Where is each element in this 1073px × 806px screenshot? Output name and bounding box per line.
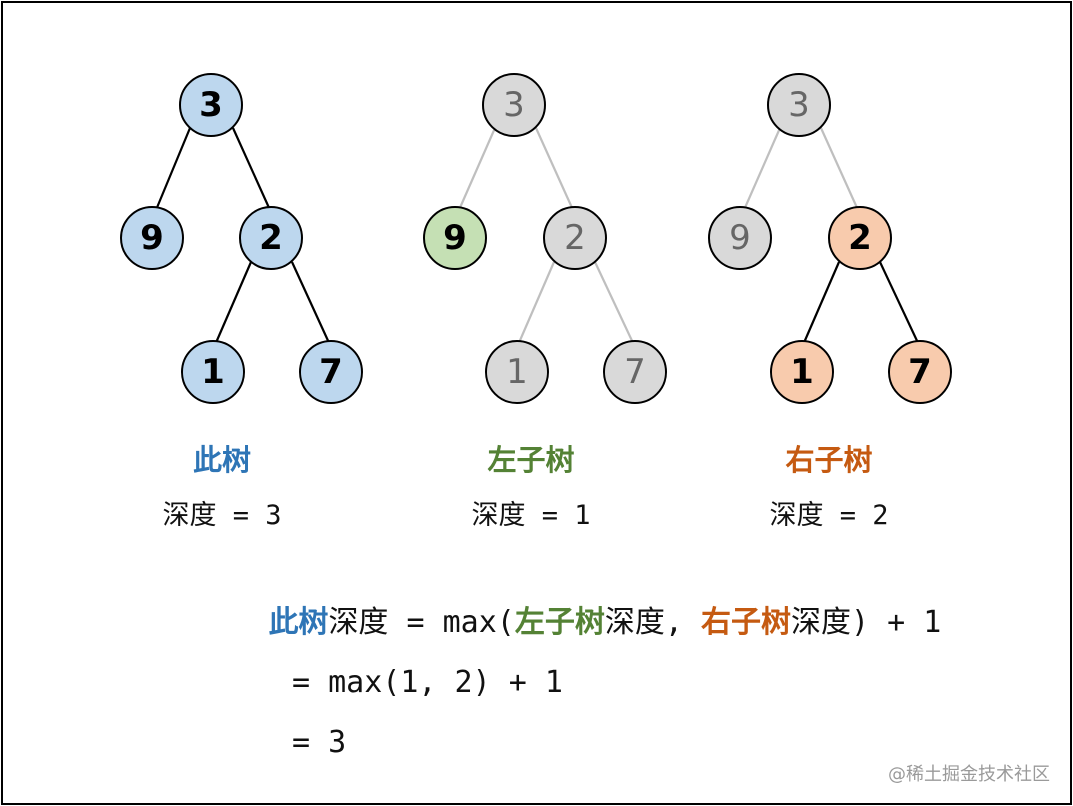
tree-title: 左子树 — [487, 443, 574, 477]
node-label: 1 — [201, 352, 225, 392]
node-circle — [239, 206, 303, 270]
tree-node: 7 — [299, 340, 363, 404]
tree-node: 2 — [543, 206, 607, 270]
node-label: 3 — [788, 85, 810, 125]
watermark: @稀土掘金技术社区 — [888, 764, 1050, 785]
node-circle — [828, 206, 892, 270]
tree-node: 3 — [179, 73, 243, 137]
node-label: 3 — [199, 85, 223, 125]
node-label: 3 — [503, 85, 525, 125]
node-label: 7 — [319, 352, 343, 392]
node-label: 7 — [908, 352, 932, 392]
edge-3-9 — [154, 127, 192, 211]
node-label: 9 — [443, 218, 467, 258]
node-circle — [179, 73, 243, 137]
edge-3-9 — [742, 127, 782, 211]
node-circle — [181, 340, 245, 404]
tree-node: 1 — [485, 340, 549, 404]
node-label: 7 — [624, 352, 646, 392]
node-circle — [888, 340, 952, 404]
node-label: 2 — [259, 218, 283, 258]
tree-node: 3 — [767, 73, 831, 137]
formula-text: 深度, — [605, 605, 701, 640]
tree-node: 3 — [482, 73, 546, 137]
edge-3-2 — [534, 127, 575, 211]
edge-3-9 — [457, 127, 497, 211]
node-circle — [482, 73, 546, 137]
edge-2-1 — [213, 261, 253, 346]
formula-line-3: = 3 — [292, 725, 346, 760]
node-circle — [120, 206, 184, 270]
edge-3-2 — [819, 127, 860, 211]
node-circle — [543, 206, 607, 270]
node-circle — [603, 340, 667, 404]
edge-2-7 — [879, 261, 920, 346]
tree-node: 9 — [708, 206, 772, 270]
formula-right-tree: 右子树 — [701, 605, 791, 640]
formula-line-1: 此树深度 = max(左子树深度, 右子树深度) + 1 — [142, 605, 1032, 640]
node-circle — [485, 340, 549, 404]
node-circle — [770, 340, 834, 404]
tree-title: 此树 — [193, 443, 251, 477]
formula-left-tree: 左子树 — [515, 605, 605, 640]
node-label: 9 — [729, 218, 751, 258]
tree-left-subtree: 3 9 2 1 7 左子树 深度 = 1 — [423, 73, 667, 531]
formula-line-2: = max(1, 2) + 1 — [292, 665, 563, 700]
edge-2-1 — [801, 261, 841, 346]
tree-node: 2 — [239, 206, 303, 270]
tree-depth-label: 深度 = 1 — [471, 500, 590, 531]
tree-node: 1 — [770, 340, 834, 404]
node-label: 9 — [140, 218, 164, 258]
tree-depth-label: 深度 = 2 — [769, 500, 888, 531]
tree-node: 9 — [120, 206, 184, 270]
tree-node: 2 — [828, 206, 892, 270]
node-circle — [767, 73, 831, 137]
formula-text: 深度) + 1 — [791, 605, 941, 640]
node-circle — [299, 340, 363, 404]
node-label: 1 — [506, 352, 528, 392]
node-label: 2 — [564, 218, 586, 258]
node-label: 1 — [790, 352, 814, 392]
edge-2-7 — [594, 261, 635, 346]
tree-title: 右子树 — [785, 443, 872, 477]
formula-this-tree: 此树 — [268, 605, 328, 640]
node-circle — [423, 206, 487, 270]
tree-full: 3 9 2 1 7 此树 深度 = 3 — [120, 73, 363, 531]
edge-2-1 — [516, 261, 556, 346]
tree-node: 7 — [603, 340, 667, 404]
depth-formula: 此树深度 = max(左子树深度, 右子树深度) + 1 = max(1, 2)… — [142, 605, 1032, 760]
tree-node: 9 — [423, 206, 487, 270]
tree-right-subtree: 3 9 2 1 7 右子树 深度 = 2 — [708, 73, 952, 531]
tree-depth-label: 深度 = 3 — [162, 500, 281, 531]
node-circle — [708, 206, 772, 270]
formula-text: 深度 = max( — [328, 605, 514, 640]
edge-2-7 — [290, 261, 332, 346]
tree-node: 7 — [888, 340, 952, 404]
tree-node: 1 — [181, 340, 245, 404]
node-label: 2 — [848, 218, 872, 258]
edge-3-2 — [231, 127, 272, 211]
